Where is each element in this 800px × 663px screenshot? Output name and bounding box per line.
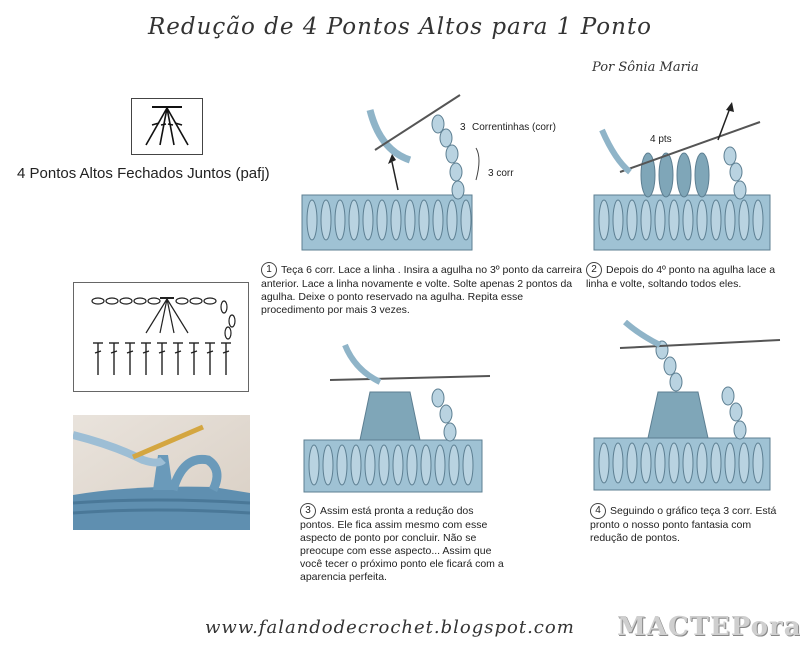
step1-labels: 3 Correntinhas (corr) 3 corr: [460, 122, 556, 181]
blog-url: www.falandodecrochet.blogspot.com: [205, 617, 575, 638]
step3-number: 3: [300, 503, 316, 519]
cluster-symbol-box: [131, 98, 203, 155]
chains-side-label: 3 corr: [488, 168, 514, 179]
step4-illustration: [590, 319, 790, 500]
page-title: Redução de 4 Pontos Altos para 1 Ponto: [147, 14, 653, 40]
step1-illustration: [300, 90, 560, 260]
step4-number: 4: [590, 503, 606, 519]
author-credit: Por Sônia Maria: [592, 60, 699, 75]
stitch-name-label: 4 Pontos Altos Fechados Juntos (pafj): [17, 165, 270, 182]
step1-number: 1: [261, 262, 277, 278]
step2-number: 2: [586, 262, 602, 278]
pts-label: 4 pts: [650, 134, 672, 145]
chains-top-num: 3: [460, 122, 466, 133]
crochet-photo: [72, 415, 251, 530]
crochet-chart: [73, 282, 249, 392]
step3-illustration: [300, 340, 500, 500]
step2-illustration: 4 pts: [590, 100, 790, 260]
cluster-symbol-icon: [145, 106, 189, 146]
chains-top-label: Correntinhas (corr): [472, 122, 556, 133]
watermark-logo: MACTEPoraя: [617, 612, 800, 642]
